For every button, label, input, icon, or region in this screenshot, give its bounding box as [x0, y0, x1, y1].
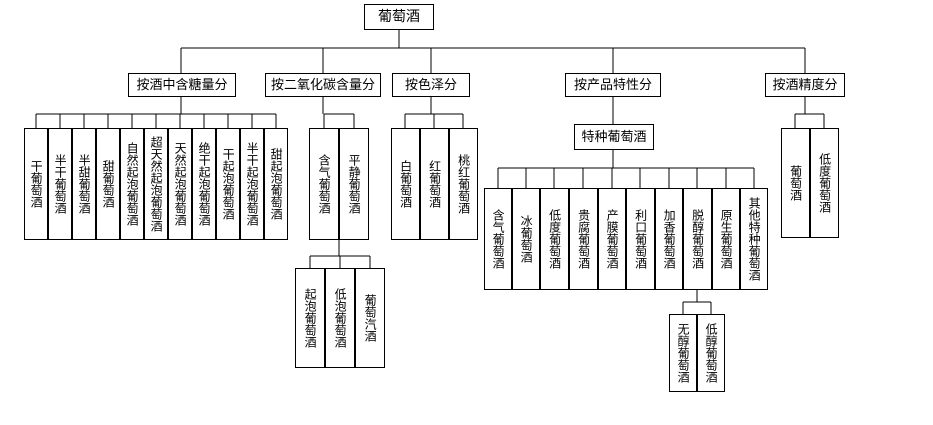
leaf-node: 起泡葡萄酒 — [295, 268, 325, 368]
category-alcohol-content: 按酒精度分 — [765, 73, 845, 97]
leaf-node: 原生葡萄酒 — [712, 188, 740, 290]
leaf-node: 甜葡萄酒 — [96, 128, 120, 240]
root-node: 葡萄酒 — [364, 4, 434, 30]
leaf-node: 半甜葡萄酒 — [72, 128, 96, 240]
leaf-node: 低度葡萄酒 — [810, 128, 839, 238]
category-sugar-content: 按酒中含糖量分 — [128, 73, 236, 97]
leaf-node: 含气葡萄酒 — [309, 128, 339, 240]
leaf-node: 干葡萄酒 — [24, 128, 48, 240]
leaf-node: 含气葡萄酒 — [484, 188, 512, 290]
leaf-node: 自然起泡葡萄酒 — [120, 128, 144, 240]
leaf-node: 产膜葡萄酒 — [598, 188, 626, 290]
leaf-node: 绝干起泡葡萄酒 — [192, 128, 216, 240]
leaf-node: 葡萄汽酒 — [355, 268, 385, 368]
special-wine-node: 特种葡萄酒 — [574, 124, 654, 150]
leaf-node: 干起泡葡萄酒 — [216, 128, 240, 240]
leaf-node: 加香葡萄酒 — [655, 188, 683, 290]
leaf-node: 利口葡萄酒 — [626, 188, 655, 290]
leaf-node: 桃红葡萄酒 — [449, 128, 478, 240]
leaf-node: 甜起泡葡萄酒 — [264, 128, 288, 240]
leaf-node: 冰葡萄酒 — [512, 188, 540, 290]
leaf-node: 低度葡萄酒 — [540, 188, 569, 290]
leaf-node: 低醇葡萄酒 — [697, 314, 725, 392]
leaf-node: 葡萄酒 — [781, 128, 810, 238]
leaf-node: 天然起泡葡萄酒 — [168, 128, 192, 240]
category-product-feature: 按产品特性分 — [565, 73, 661, 97]
leaf-node: 半干葡萄酒 — [48, 128, 72, 240]
leaf-node: 白葡萄酒 — [391, 128, 420, 240]
leaf-node: 半干起泡葡萄酒 — [240, 128, 264, 240]
leaf-node: 无醇葡萄酒 — [669, 314, 697, 392]
leaf-node: 超天然起泡葡萄酒 — [144, 128, 168, 240]
leaf-node: 红葡萄酒 — [420, 128, 449, 240]
leaf-node: 脱醇葡萄酒 — [683, 188, 712, 290]
leaf-node: 其他特种葡萄酒 — [740, 188, 768, 290]
leaf-node: 低泡葡萄酒 — [325, 268, 355, 368]
category-co2-content: 按二氧化碳含量分 — [265, 73, 381, 97]
leaf-node: 贵腐葡萄酒 — [569, 188, 598, 290]
leaf-node: 平静葡萄酒 — [339, 128, 369, 240]
category-color: 按色泽分 — [392, 73, 470, 97]
